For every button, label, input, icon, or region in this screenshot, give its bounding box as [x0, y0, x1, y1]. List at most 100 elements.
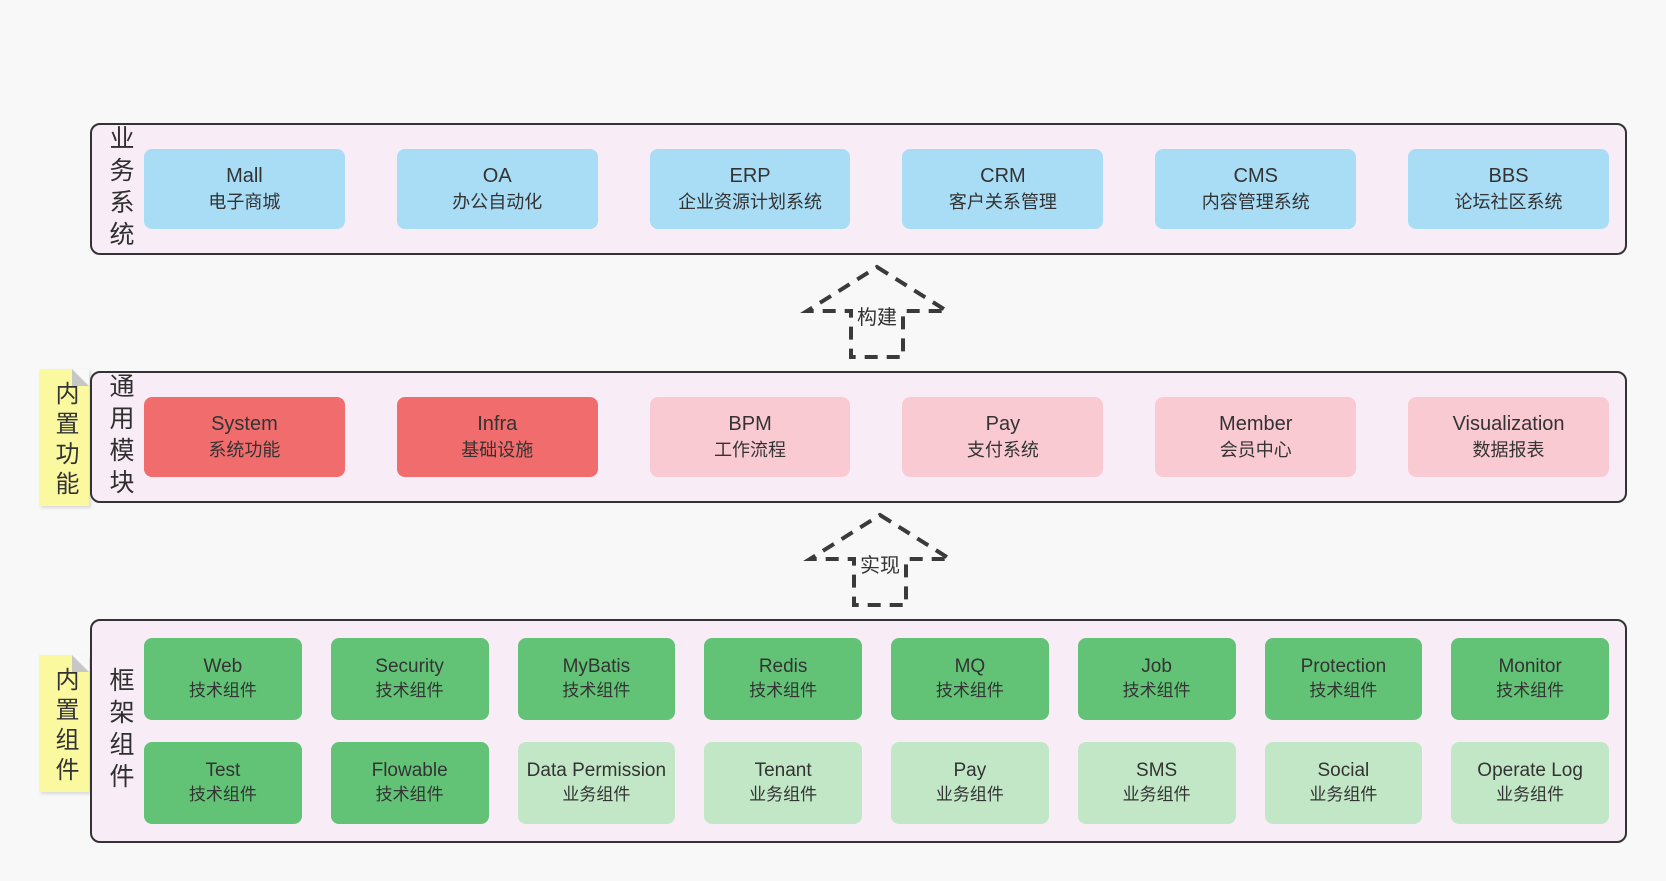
arrow-build: 构建 — [797, 264, 957, 360]
panel-business-systems: 业务系统 Mall 电子商城 OA 办公自动化 ERP 企业资源计划系统 CRM… — [90, 123, 1627, 255]
box-web: Web 技术组件 — [144, 638, 302, 720]
box-title: Mall — [226, 165, 263, 187]
box-subtitle: 技术组件 — [1309, 681, 1378, 700]
panel-label: 框架组件 — [106, 667, 134, 795]
arrow-label: 实现 — [856, 548, 904, 579]
box-erp: ERP 企业资源计划系统 — [649, 149, 851, 229]
box-tenant: Tenant 业务组件 — [704, 742, 862, 824]
box-subtitle: 技术组件 — [188, 785, 257, 804]
box-subtitle: 技术组件 — [375, 681, 444, 700]
box-data-permission: Data Permission 业务组件 — [517, 742, 676, 824]
box-social: Social 业务组件 — [1264, 742, 1423, 824]
box-title: BBS — [1488, 165, 1529, 187]
box-mybatis: MyBatis 技术组件 — [517, 638, 676, 720]
box-subtitle: 技术组件 — [375, 785, 444, 804]
box-subtitle: 基础设施 — [461, 440, 534, 460]
box-subtitle: 业务组件 — [1496, 785, 1565, 804]
box-subtitle: 业务组件 — [562, 785, 631, 804]
box-title: Pay — [953, 760, 987, 781]
panel-common-modules: 通用模块 System 系统功能 Infra 基础设施 BPM 工作流程 Pay… — [90, 371, 1627, 503]
box-subtitle: 技术组件 — [935, 681, 1004, 700]
box-protection: Protection 技术组件 — [1264, 638, 1423, 720]
box-operate-log: Operate Log 业务组件 — [1451, 742, 1609, 824]
box-subtitle: 内容管理系统 — [1201, 192, 1310, 212]
box-title: Redis — [758, 656, 808, 677]
sticky-paper — [39, 655, 89, 792]
box-title: OA — [482, 165, 512, 187]
box-bbs: BBS 论坛社区系统 — [1408, 149, 1609, 229]
box-subtitle: 电子商城 — [208, 192, 281, 212]
box-title: Security — [375, 656, 444, 677]
box-subtitle: 论坛社区系统 — [1454, 192, 1563, 212]
box-subtitle: 业务组件 — [935, 785, 1004, 804]
box-title: Pay — [985, 413, 1021, 435]
box-oa: OA 办公自动化 — [396, 149, 598, 229]
box-subtitle: 业务组件 — [1122, 785, 1191, 804]
arrow-label: 构建 — [853, 300, 901, 331]
box-title: Web — [203, 656, 243, 677]
box-subtitle: 支付系统 — [966, 440, 1039, 460]
box-flowable: Flowable 技术组件 — [330, 742, 489, 824]
box-subtitle: 数据报表 — [1472, 440, 1545, 460]
box-monitor: Monitor 技术组件 — [1451, 638, 1609, 720]
box-subtitle: 工作流程 — [714, 440, 787, 460]
box-title: MyBatis — [562, 656, 631, 677]
box-title: Data Permission — [526, 760, 667, 781]
sticky-note-builtin-components: 内置组件 — [39, 655, 89, 792]
box-subtitle: 技术组件 — [1496, 681, 1565, 700]
panel-framework-components: 框架组件 Web 技术组件 Security 技术组件 MyBatis 技术组件… — [90, 619, 1627, 843]
box-title: System — [211, 413, 278, 435]
box-subtitle: 业务组件 — [749, 785, 818, 804]
dashed-up-arrow-icon — [803, 512, 957, 607]
arrow-implement: 实现 — [800, 512, 960, 608]
sticky-note-builtin-features: 内置功能 — [39, 369, 89, 506]
box-title: Tenant — [754, 760, 812, 781]
box-title: SMS — [1136, 760, 1178, 781]
box-subtitle: 办公自动化 — [452, 192, 543, 212]
box-subtitle: 技术组件 — [188, 681, 257, 700]
box-redis: Redis 技术组件 — [704, 638, 862, 720]
box-title: Test — [205, 760, 241, 781]
box-subtitle: 企业资源计划系统 — [678, 192, 823, 212]
component-row-1: Web 技术组件 Security 技术组件 MyBatis 技术组件 Redi… — [144, 638, 1609, 720]
box-system: System 系统功能 — [144, 397, 345, 477]
dashed-up-arrow-icon — [800, 264, 954, 359]
box-member: Member 会员中心 — [1155, 397, 1357, 477]
box-subtitle: 技术组件 — [749, 681, 818, 700]
box-title: Social — [1317, 760, 1370, 781]
box-test: Test 技术组件 — [144, 742, 302, 824]
box-visualization: Visualization 数据报表 — [1408, 397, 1609, 477]
box-subtitle: 客户关系管理 — [948, 192, 1057, 212]
sticky-paper — [39, 369, 89, 506]
box-title: MQ — [954, 656, 986, 677]
box-security: Security 技术组件 — [330, 638, 489, 720]
box-pay-component: Pay 业务组件 — [891, 742, 1049, 824]
box-mall: Mall 电子商城 — [144, 149, 345, 229]
box-pay-module: Pay 支付系统 — [902, 397, 1104, 477]
box-title: Monitor — [1498, 656, 1562, 677]
box-mq: MQ 技术组件 — [891, 638, 1049, 720]
box-title: Operate Log — [1477, 760, 1583, 781]
box-title: BPM — [728, 413, 772, 435]
panel-label: 通用模块 — [106, 373, 134, 501]
box-title: Infra — [477, 413, 518, 435]
box-subtitle: 业务组件 — [1309, 785, 1378, 804]
sticky-label: 内置组件 — [51, 666, 78, 787]
box-title: Job — [1141, 656, 1172, 677]
box-title: CMS — [1233, 165, 1278, 187]
box-title: Member — [1219, 413, 1293, 435]
box-subtitle: 技术组件 — [562, 681, 631, 700]
box-job: Job 技术组件 — [1077, 638, 1236, 720]
box-title: Visualization — [1452, 413, 1565, 435]
module-boxes: System 系统功能 Infra 基础设施 BPM 工作流程 Pay 支付系统… — [144, 397, 1609, 477]
box-title: Flowable — [371, 760, 448, 781]
box-title: CRM — [980, 165, 1026, 187]
component-rows: Web 技术组件 Security 技术组件 MyBatis 技术组件 Redi… — [144, 638, 1609, 824]
box-cms: CMS 内容管理系统 — [1155, 149, 1357, 229]
box-bpm: BPM 工作流程 — [649, 397, 851, 477]
box-subtitle: 会员中心 — [1219, 440, 1292, 460]
box-infra: Infra 基础设施 — [396, 397, 598, 477]
box-crm: CRM 客户关系管理 — [902, 149, 1104, 229]
panel-label: 业务系统 — [106, 125, 134, 253]
box-sms: SMS 业务组件 — [1077, 742, 1236, 824]
